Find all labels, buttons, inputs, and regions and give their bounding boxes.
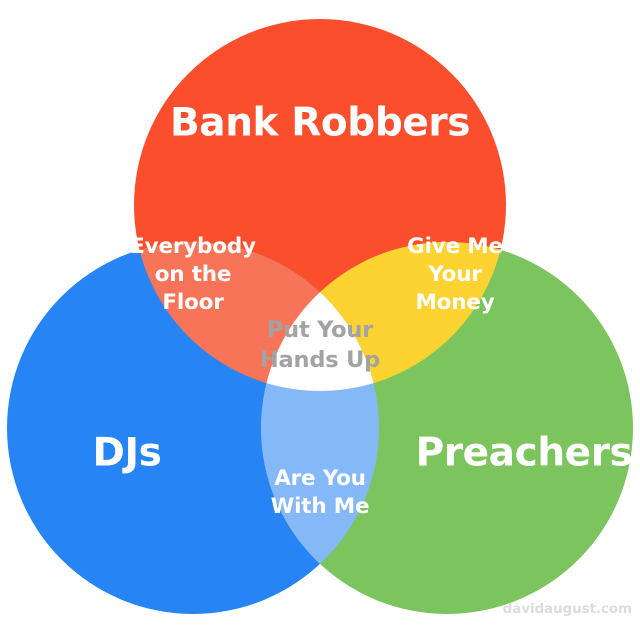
intersection-label-line: Put Your [267, 317, 374, 343]
intersection-label-line: Are You [274, 466, 366, 491]
intersection-label-line: Give Me [407, 234, 503, 259]
intersection-label-line: With Me [271, 494, 370, 519]
set-label-preachers: Preachers [416, 431, 633, 476]
intersection-label-line: Everybody [130, 234, 256, 259]
intersection-label-line: Your [427, 262, 482, 287]
watermark: davidaugust.com [503, 601, 632, 617]
intersection-label-line: Floor [162, 290, 224, 315]
intersection-label-line: on the [155, 262, 232, 287]
intersection-label-line: Hands Up [260, 347, 380, 373]
set-label-bank-robbers: Bank Robbers [170, 101, 470, 146]
set-label-djs: DJs [93, 431, 162, 476]
intersection-label-line: Money [415, 290, 494, 315]
intersection-region-all-three[interactable] [261, 242, 633, 614]
